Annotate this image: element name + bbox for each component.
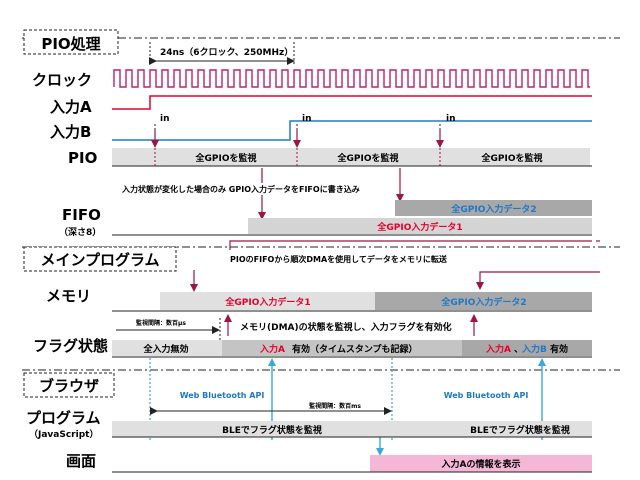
row-label-flag: フラグ状態 (33, 337, 108, 355)
note-fifo-to-memory: PIOのFIFOから順次DMAを使用してデータをメモリに転送 (230, 254, 448, 264)
api-label-right: Web Bluetooth API (444, 391, 529, 400)
fifo-box-data2 (395, 200, 592, 216)
program-box-right: BLEでフラグ状態を監視 (470, 424, 570, 436)
pio-box-2: 全GPIOを監視 (337, 152, 399, 164)
row-label-pio: PIO (68, 149, 97, 167)
pio-row-bar (112, 148, 590, 166)
clock-period-label: 24ns（6クロック、250MHz） (160, 47, 293, 58)
note-monitor-us: 監視間隔：数百μs (136, 319, 186, 327)
fifo-box-data2-label: 全GPIO入力データ2 (450, 203, 536, 215)
row-label-program: プログラム (26, 409, 101, 427)
row-label-fifo: FIFO (62, 206, 101, 224)
fifo-to-memory-arrow-2 (476, 271, 600, 290)
row-label-clock: クロック (32, 71, 92, 89)
note-monitor-ms: 監視間隔：数百ms (309, 402, 361, 410)
section-browser-frame (23, 372, 115, 398)
section-main-title: メインプログラム (40, 251, 159, 269)
note-memory-monitor: メモリ(DMA)の状態を監視し、入力フラグを有効化 (240, 321, 452, 333)
note-pio-to-fifo: 入力状態が変化した場合のみ GPIO入力データをFIFOに書き込み (121, 184, 360, 194)
fifo-box-data1-label: 全GPIO入力データ1 (376, 221, 462, 233)
section-pio-title: PIO処理 (41, 35, 100, 53)
sample-marker-1: in (160, 114, 170, 124)
flag-box-none-label: 全入力無効 (142, 343, 188, 355)
memory-box-data1-label: 全GPIO入力データ1 (224, 296, 310, 308)
fifo-to-memory-arrow-1a (229, 240, 592, 250)
flag-box-a-suffix: 有効（タイムスタンプも記録） (292, 343, 418, 355)
row-label-input-a: 入力A (50, 98, 92, 116)
flag-box-ab-sep: 、 (514, 345, 523, 355)
row-label-memory: メモリ (46, 287, 91, 305)
input-a-waveform (112, 95, 592, 110)
clock-waveform (113, 69, 590, 88)
screen-box (370, 455, 592, 472)
memory-box-data2 (375, 292, 592, 310)
section-pio-frame (23, 29, 119, 55)
api-label-left: Web Bluetooth API (180, 391, 265, 400)
flag-box-ab-part2: 入力B (521, 343, 547, 355)
sample-marker-2: in (302, 114, 312, 124)
input-b-waveform (112, 120, 592, 141)
pio-box-3: 全GPIOを監視 (481, 152, 543, 164)
memory-box-data1 (160, 292, 375, 310)
section-browser-title: ブラウザ (39, 377, 99, 395)
row-label-input-b: 入力B (50, 123, 91, 141)
sample-marker-3: in (446, 114, 456, 124)
flag-box-ab (462, 340, 592, 356)
program-box-left: BLEでフラグ状態を監視 (222, 424, 322, 436)
flag-box-a (222, 340, 462, 356)
screen-box-label: 入力Aの情報を表示 (441, 458, 521, 470)
flag-box-ab-part1: 入力A (485, 343, 511, 355)
flag-box-ab-suffix: 有効 (550, 343, 568, 355)
pio-box-1: 全GPIOを監視 (195, 152, 257, 164)
row-label-fifo-depth: （深さ8） (59, 226, 101, 238)
row-label-screen: 画面 (66, 452, 96, 470)
fifo-box-data1 (248, 218, 592, 234)
section-main-frame (23, 246, 177, 272)
row-label-program-lang: （JavaScript） (29, 429, 98, 440)
memory-box-data2-label: 全GPIO入力データ2 (440, 296, 526, 308)
flag-box-a-prefix: 入力A (259, 343, 285, 355)
flag-box-none (112, 340, 222, 356)
program-row-bar (112, 421, 592, 437)
